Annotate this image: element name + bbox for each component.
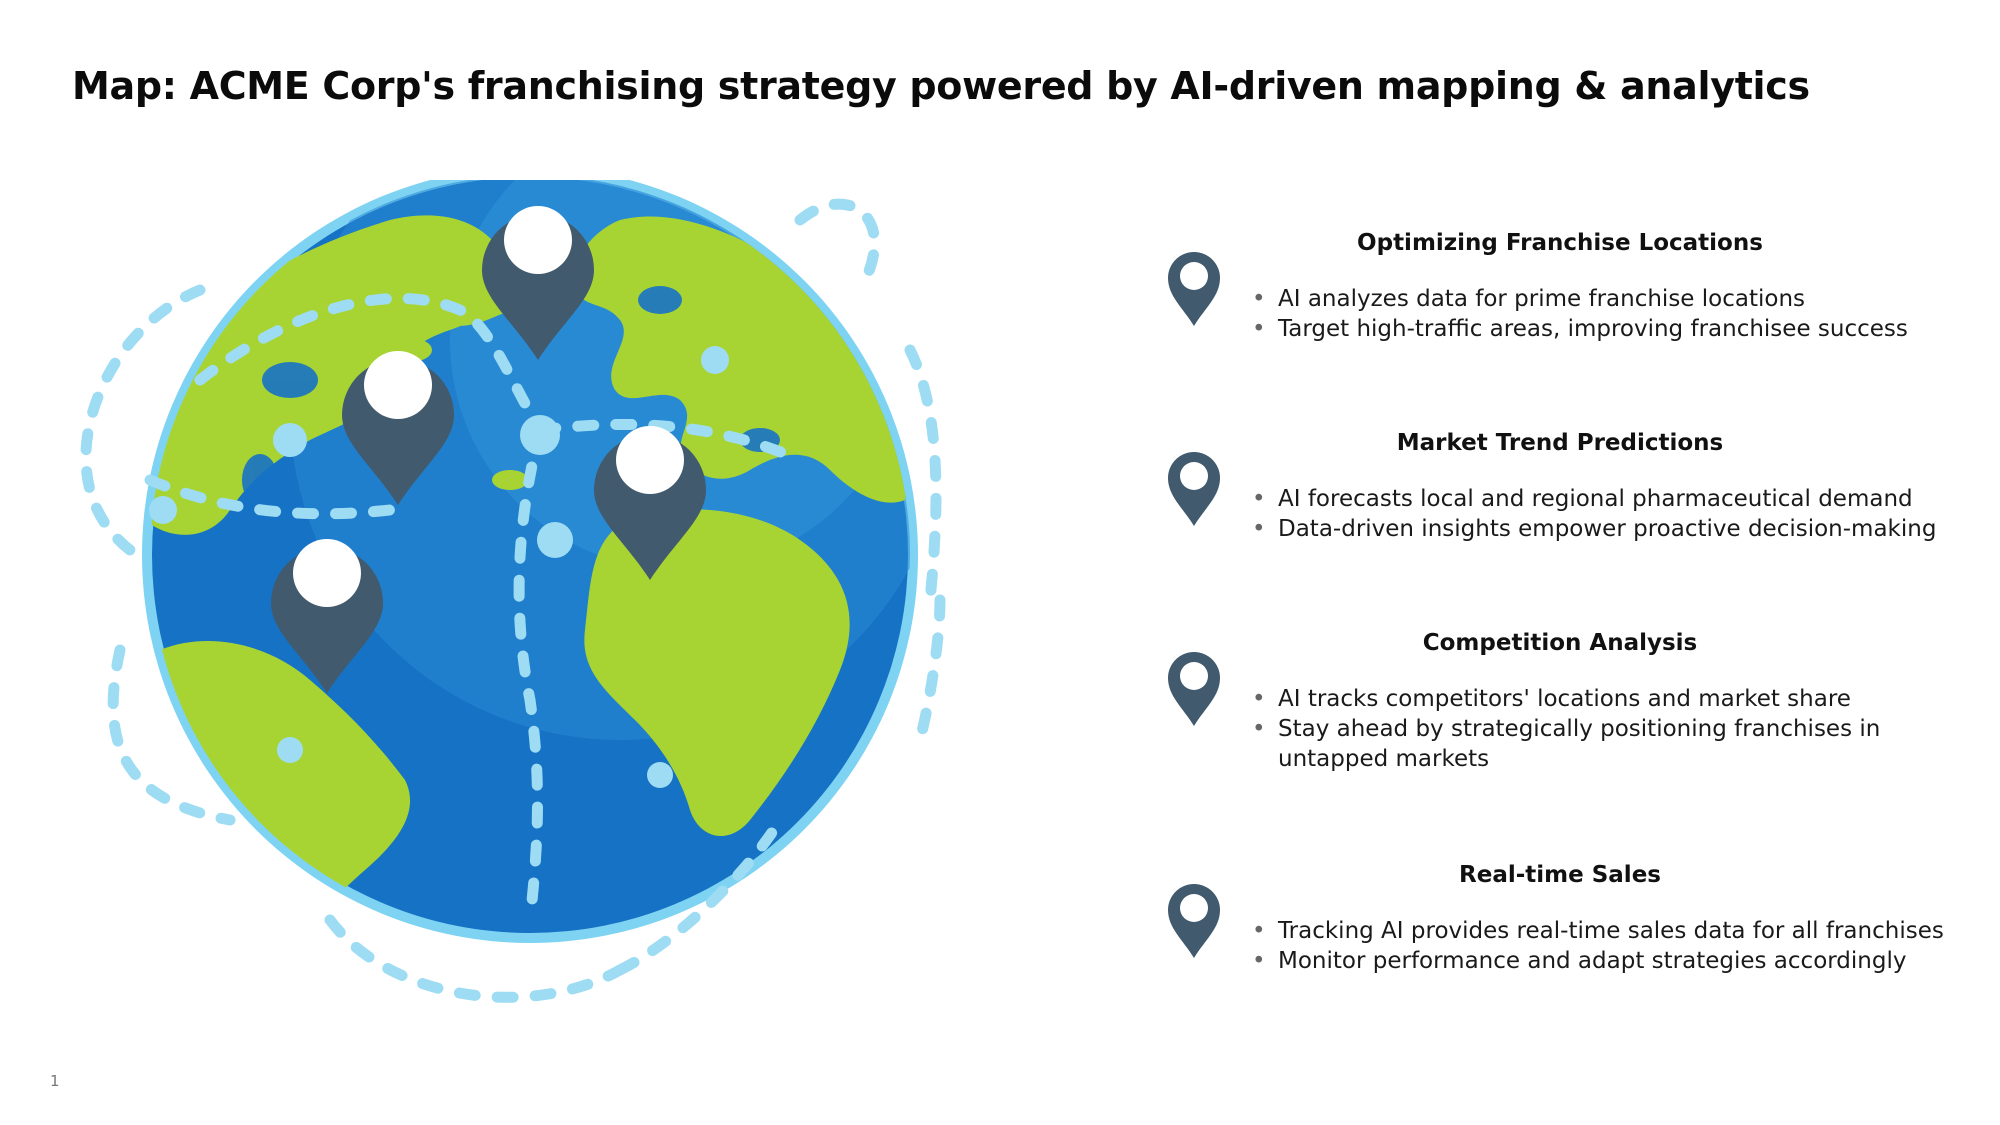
map-pin-icon [342, 351, 454, 505]
map-pin-icon [1168, 652, 1220, 726]
globe-illustration [60, 180, 960, 1040]
map-pin-icon [482, 206, 594, 360]
section-heading: Optimizing Franchise Locations [1357, 230, 1763, 256]
page-number: 1 [50, 1072, 60, 1090]
section-heading: Real-time Sales [1459, 862, 1661, 888]
bullet-list: AI forecasts local and regional pharmace… [1248, 484, 1936, 544]
map-pin-icon [1168, 452, 1220, 526]
bullet-item: Stay ahead by strategically positioning … [1248, 714, 1958, 774]
bullet-item: Monitor performance and adapt strategies… [1248, 946, 1944, 976]
globe-icon [80, 180, 946, 1003]
bullet-item: Tracking AI provides real-time sales dat… [1248, 916, 1944, 946]
globe-map-pins [271, 206, 706, 693]
flight-path-nodes [149, 346, 729, 788]
section-heading: Market Trend Predictions [1396, 430, 1724, 456]
map-pin-icon [271, 539, 383, 693]
bullet-item: AI analyzes data for prime franchise loc… [1248, 284, 1908, 314]
slide-title: Map: ACME Corp's franchising strategy po… [72, 64, 1810, 108]
bullet-item: AI tracks competitors' locations and mar… [1248, 684, 1958, 714]
map-pin-icon [594, 426, 706, 580]
map-pin-icon [1168, 252, 1220, 326]
bullet-item: Data-driven insights empower proactive d… [1248, 514, 1936, 544]
bullet-item: AI forecasts local and regional pharmace… [1248, 484, 1936, 514]
bullet-list: AI analyzes data for prime franchise loc… [1248, 284, 1908, 344]
bullet-list: Tracking AI provides real-time sales dat… [1248, 916, 1944, 976]
map-pin-icon [1168, 884, 1220, 958]
bullet-item: Target high-traffic areas, improving fra… [1248, 314, 1908, 344]
flight-paths [80, 198, 946, 1003]
section-heading: Competition Analysis [1422, 630, 1698, 656]
bullet-list: AI tracks competitors' locations and mar… [1248, 684, 1958, 774]
